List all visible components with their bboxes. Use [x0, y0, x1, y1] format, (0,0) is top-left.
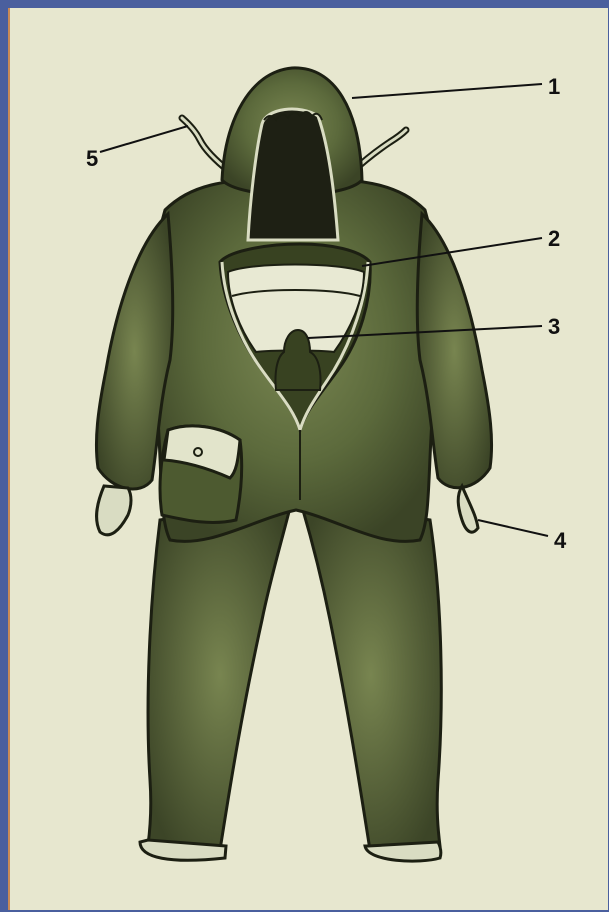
left-leg — [148, 500, 292, 850]
callout-label-1: 1 — [548, 74, 560, 99]
leader-line-1 — [352, 84, 542, 98]
leader-line-4 — [478, 520, 548, 536]
callout-label-4: 4 — [554, 528, 567, 553]
right-leg — [300, 500, 441, 850]
leader-line-5 — [100, 126, 188, 152]
callout-label-5: 5 — [86, 146, 98, 171]
callout-label-3: 3 — [548, 314, 560, 339]
callout-label-2: 2 — [548, 226, 560, 251]
right-foot — [365, 842, 441, 861]
right-glove — [458, 486, 478, 532]
left-glove — [97, 486, 131, 535]
